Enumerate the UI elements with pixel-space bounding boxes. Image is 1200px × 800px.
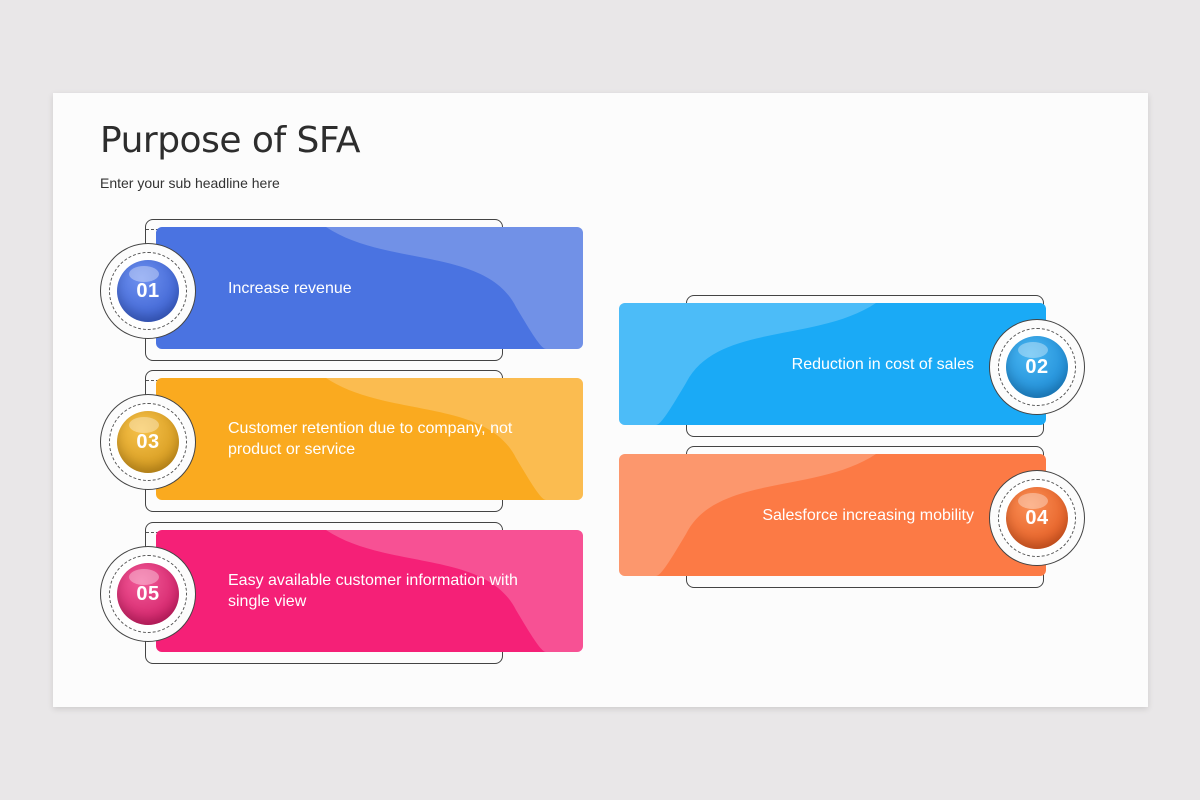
item-text: Salesforce increasing mobility [762,506,974,524]
item-number: 02 [1006,336,1068,398]
badge-ring: 01 [100,243,196,339]
item-text: Easy available customer information with… [228,572,518,610]
slide-subtitle: Enter your sub headline here [100,175,280,191]
item-card: Easy available customer information with… [156,530,583,652]
badge-ring: 02 [989,319,1085,415]
badge-ring: 05 [100,546,196,642]
item-card: Increase revenue [156,227,583,349]
item-text: Reduction in cost of sales [791,355,974,373]
item-text: Increase revenue [228,279,352,297]
item-number: 04 [1006,487,1068,549]
badge-ring: 04 [989,470,1085,566]
item-03: Customer retention due to company, not p… [53,370,583,512]
item-01: Increase revenue 01 [53,219,583,361]
item-text: Customer retention due to company, not p… [228,420,513,458]
item-number: 03 [117,411,179,473]
item-card: Reduction in cost of sales [619,303,1046,425]
item-card: Salesforce increasing mobility [619,454,1046,576]
slide: Purpose of SFA Enter your sub headline h… [53,93,1148,707]
item-card: Customer retention due to company, not p… [156,378,583,500]
item-number: 01 [117,260,179,322]
item-02: Reduction in cost of sales 02 [606,295,1116,437]
badge-ring: 03 [100,394,196,490]
item-05: Easy available customer information with… [53,522,583,664]
item-number: 05 [117,563,179,625]
item-04: Salesforce increasing mobility 04 [606,446,1116,588]
slide-title: Purpose of SFA [100,120,360,161]
